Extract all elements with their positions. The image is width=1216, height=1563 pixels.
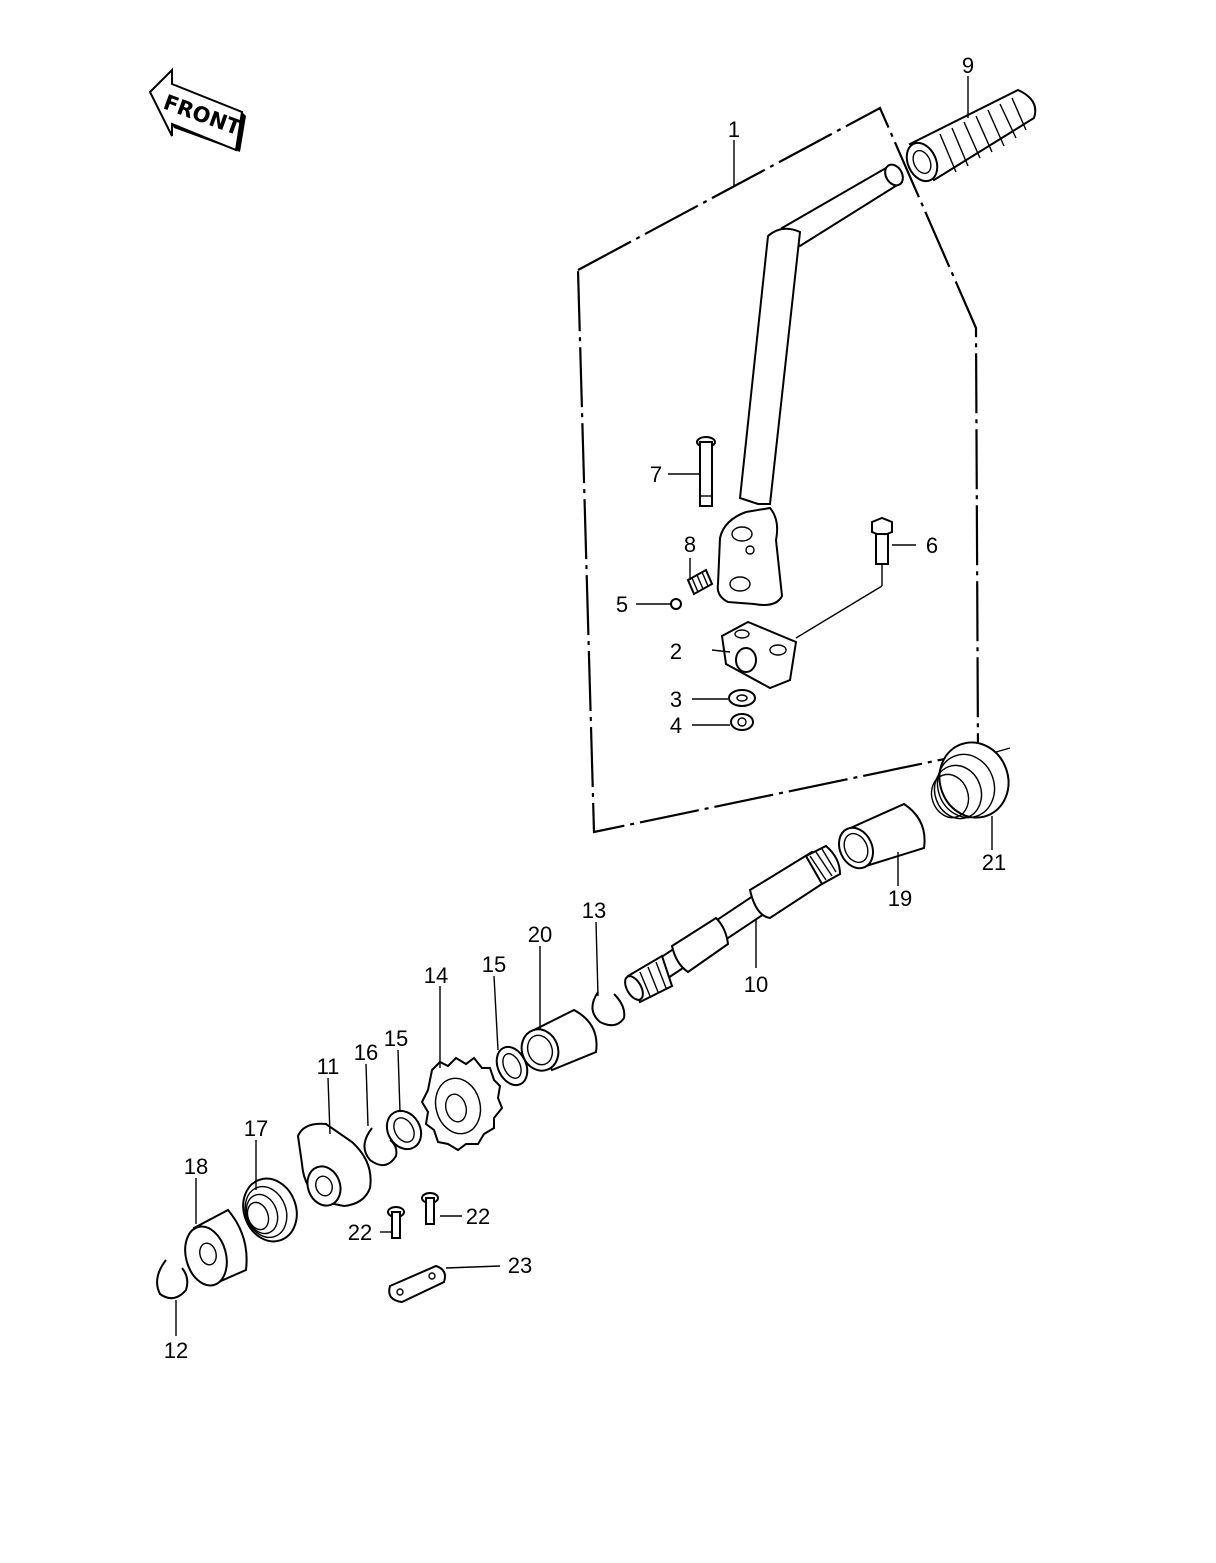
ratchet-spring [242, 1177, 298, 1243]
callout-15-lower: 15 [384, 1026, 408, 1051]
callout-14: 14 [424, 963, 448, 988]
assembly-boundary [576, 106, 980, 834]
callout-3: 3 [670, 687, 682, 712]
pedal-pin [696, 436, 716, 507]
callout-21: 21 [982, 850, 1006, 875]
callout-labels: 1 2 3 4 5 6 7 8 9 10 11 12 13 14 15 15 1… [164, 53, 1006, 1363]
callout-9: 9 [962, 53, 974, 78]
shaft-circlip [591, 991, 626, 1027]
leader-lines [175, 76, 993, 1336]
shaft-collar [520, 1008, 598, 1072]
kick-shaft [624, 844, 842, 1004]
callout-17: 17 [244, 1116, 268, 1141]
callout-18: 18 [184, 1154, 208, 1179]
callout-13: 13 [582, 898, 606, 923]
callout-8: 8 [684, 532, 696, 557]
callout-12: 12 [164, 1338, 188, 1363]
callout-5: 5 [616, 592, 628, 617]
spring-guide [184, 1208, 248, 1287]
end-circlip [156, 1259, 189, 1300]
clamp-bolt [871, 516, 893, 565]
callout-16: 16 [354, 1040, 378, 1065]
ratchet-guide-plate [388, 1264, 446, 1304]
kick-ratchet [296, 1122, 372, 1208]
callout-11: 11 [317, 1054, 340, 1079]
callout-4: 4 [670, 713, 682, 738]
callout-22-left: 22 [348, 1220, 372, 1245]
callout-23: 23 [508, 1253, 532, 1278]
ratchet-circlip [363, 1127, 398, 1167]
kick-gear [420, 1056, 504, 1152]
callout-19: 19 [888, 886, 912, 911]
guide-screw-b [387, 1206, 405, 1239]
pedal-rubber-grip [905, 88, 1037, 183]
detent-spring [686, 568, 714, 596]
guide-screw-a [421, 1192, 439, 1225]
callout-7: 7 [650, 462, 662, 487]
callout-6: 6 [926, 533, 938, 558]
callout-15-upper: 15 [482, 952, 506, 977]
callout-1: 1 [728, 117, 740, 142]
return-spring [930, 741, 1011, 820]
gear-washer-upper [495, 1045, 529, 1087]
clamp-washer [728, 689, 756, 707]
shaft-guide-sleeve [837, 802, 926, 870]
callout-22-right: 22 [466, 1204, 490, 1229]
gear-washer-lower [385, 1109, 423, 1151]
callout-20: 20 [528, 922, 552, 947]
callout-10: 10 [744, 972, 768, 997]
clamp-nut [730, 713, 754, 731]
front-direction-badge: FRONT [148, 67, 246, 152]
kick-pedal-lever [716, 163, 904, 606]
detent-ball [670, 598, 682, 610]
callout-2: 2 [670, 639, 682, 664]
pedal-clamp [720, 620, 798, 690]
